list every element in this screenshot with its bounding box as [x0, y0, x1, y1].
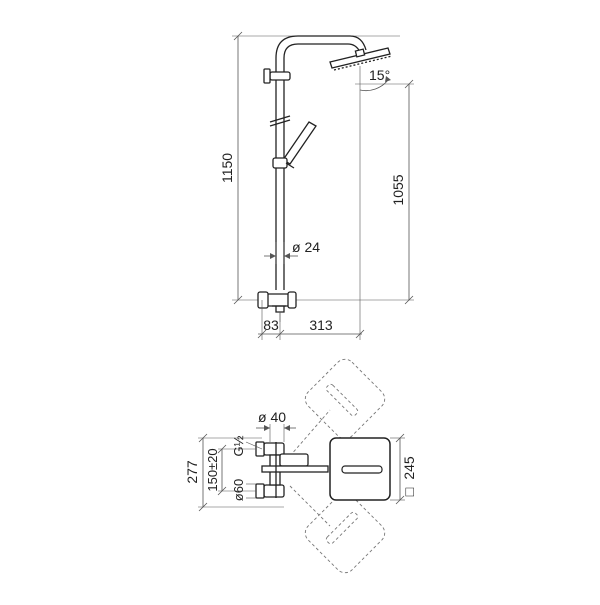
square-symbol: □ [401, 487, 417, 496]
dim-projection-label: 313 [309, 317, 333, 333]
mixer-handle-left [257, 291, 269, 309]
angle-arc [359, 79, 389, 91]
hand-shower [272, 121, 317, 169]
ghost-arm-lower [289, 485, 331, 527]
pipe-break-mark-1 [269, 115, 291, 123]
head-arm-bar [341, 465, 383, 474]
shower-arm-outer [275, 35, 367, 59]
dim-wall-offset-label: 83 [263, 317, 279, 333]
ghost-head-lower [304, 492, 386, 574]
dim-inlet-diameter-label: ø60 [231, 479, 246, 501]
dim-bar-diameter-label: ø 40 [258, 409, 286, 425]
mixer-outlet [279, 453, 309, 467]
riser-in-top-view [261, 465, 329, 473]
shower-arm-inner [283, 43, 361, 59]
dim-tilt-angle-label: 15° [369, 67, 390, 83]
front-view: 1150 1055 15° [219, 31, 414, 340]
dim-pipe-diameter-label: ø 24 [292, 239, 320, 255]
dim-head-height-label: 1055 [390, 174, 406, 205]
mixer-handle-right [287, 291, 297, 309]
thermostatic-mixer-top [255, 441, 329, 499]
dim-total-depth-label: 277 [184, 460, 200, 484]
ghost-arm-upper [289, 409, 331, 457]
dim-thread-label: G½ [231, 435, 246, 456]
upper-wall-bracket [269, 71, 291, 81]
top-view: 245 □ ø 40 277 [184, 358, 417, 574]
pipe-break-mark-2 [269, 119, 291, 127]
ghost-head-upper [304, 358, 386, 440]
dim-inlet-centres-label: 150±20 [205, 448, 220, 491]
hand-shower-holder [272, 157, 288, 169]
shower-head [329, 47, 393, 71]
dim-head-size-label: 245 [401, 456, 417, 480]
dim-total-height-label: 1150 [219, 153, 235, 183]
